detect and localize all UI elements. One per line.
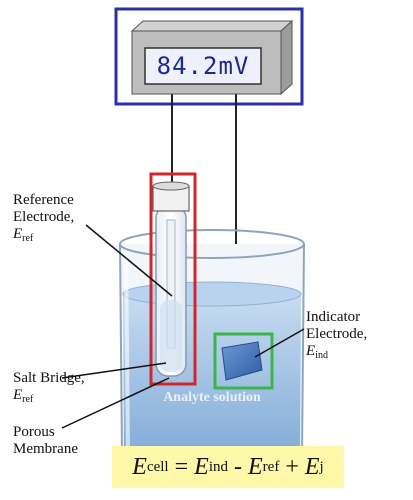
- beaker: [119, 229, 305, 467]
- analyte-solution-label: Analyte solution: [163, 390, 261, 405]
- indicator-electrode-plate: [221, 341, 263, 381]
- porous-membrane-label: Porous Membrane: [13, 424, 78, 457]
- membrane-leader-line: [61, 377, 170, 429]
- reference-electrode: [152, 181, 190, 377]
- salt-bridge-leader-line: [61, 362, 167, 379]
- indicator-electrode-label: Indicator Electrode, Eind: [306, 309, 368, 361]
- reference-electrode-label: Reference Electrode, Eref: [13, 192, 75, 244]
- meter-display: [144, 47, 262, 85]
- equation-lhs: E: [132, 453, 147, 480]
- meter-highlight-box: [114, 7, 304, 106]
- equation-term-indicator: E: [194, 453, 209, 480]
- voltmeter: [130, 19, 294, 96]
- equation-term-reference: E: [248, 453, 263, 480]
- indicator-highlight-box: [213, 332, 274, 390]
- meter-reading: 84.2mV: [156, 52, 250, 80]
- indicator-leader-line: [254, 328, 305, 358]
- salt-bridge-label: Salt Bridge, Eref: [13, 370, 85, 405]
- equation-term-junction: E: [304, 453, 320, 480]
- reference-leader-line: [85, 224, 173, 297]
